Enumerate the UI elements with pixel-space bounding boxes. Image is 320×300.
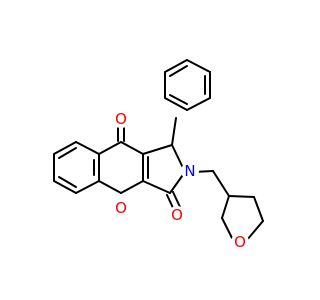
bond (142, 144, 173, 155)
bond (58, 176, 77, 188)
benzo-ring (53, 141, 100, 194)
bond (58, 147, 77, 159)
atom-label-thf-oxygen: O (234, 233, 246, 251)
pyrrolone-ring (142, 117, 186, 211)
bond (169, 65, 188, 77)
bond (75, 180, 100, 194)
bond (253, 196, 264, 222)
bond (186, 97, 211, 111)
bond (53, 180, 77, 194)
bond (142, 180, 171, 194)
bond (186, 59, 211, 73)
bond (164, 97, 188, 111)
atom-label-pyran-oxygen: O (115, 199, 127, 217)
atom-label-ketone-oxygen: O (115, 110, 127, 128)
bond (98, 141, 122, 155)
atom-label-nitrogen: N (184, 162, 195, 180)
molecule-svg: O O O N O (53, 59, 264, 251)
pyranone-ring (98, 127, 149, 194)
molecule-structure-diagram: O O O N O (53, 59, 264, 251)
bond (212, 170, 230, 197)
bond (169, 94, 188, 105)
bond (98, 180, 122, 194)
bond (172, 191, 181, 208)
phenyl-ring (164, 59, 211, 111)
bond (246, 220, 264, 241)
bond (120, 141, 144, 155)
bond (120, 180, 144, 194)
bond (221, 217, 234, 241)
bond (164, 59, 188, 73)
atom-labels: O O O N O (112, 110, 249, 251)
atom-label-lactam-oxygen: O (171, 206, 183, 224)
tetrahydrofuranylmethyl-group (192, 170, 264, 241)
bond (75, 141, 100, 155)
bond (171, 117, 177, 146)
bond (53, 141, 77, 155)
bond (221, 195, 230, 219)
bond (228, 195, 255, 198)
